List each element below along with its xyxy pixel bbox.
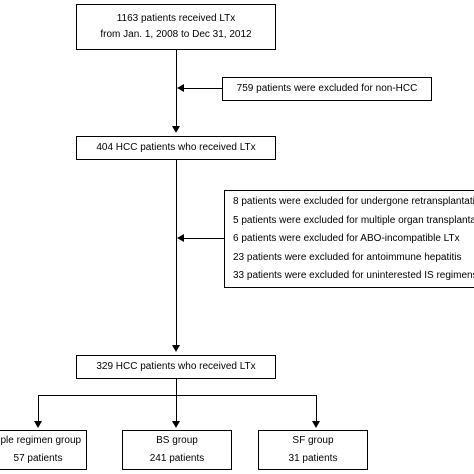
group-box-3: SF group 31 patients — [258, 430, 368, 470]
group-3-name: SF group — [292, 435, 334, 446]
box-exclusions: 8 patients were excluded for undergone r… — [224, 190, 474, 288]
group-1-count: 57 patients — [13, 452, 63, 464]
group-2-name: BS group — [156, 435, 198, 446]
arrow-to-group-2 — [172, 421, 180, 428]
group-box-1: riple regimen group 57 patients — [0, 430, 87, 470]
connector-329-to-groups — [176, 379, 177, 395]
group-3-count: 31 patients — [288, 452, 338, 464]
connector-to-exclusions — [184, 238, 224, 239]
arrow-to-group-3 — [312, 421, 320, 428]
connector-to-excluded-non-hcc — [184, 88, 222, 89]
arrow-to-404 — [172, 126, 180, 133]
group-branch-line — [38, 395, 317, 396]
box-excluded-non-hcc-text: 759 patients were excluded for non-HCC — [236, 82, 418, 94]
connector-to-group-3 — [316, 395, 317, 421]
exclusion-item: 5 patients were excluded for multiple or… — [233, 214, 474, 226]
connector-to-group-2 — [176, 395, 177, 421]
box-start-line1: 1163 patients received LTx — [116, 12, 236, 24]
exclusion-item: 23 patients were excluded for antoimmune… — [233, 251, 462, 263]
arrow-from-exclusions — [177, 234, 184, 242]
exclusion-item: 8 patients were excluded for undergone r… — [233, 196, 474, 207]
box-excluded-non-hcc: 759 patients were excluded for non-HCC — [222, 77, 432, 101]
arrow-to-329 — [172, 345, 180, 352]
connector-404-to-329 — [176, 160, 177, 346]
box-hcc-329: 329 HCC patients who received LTx — [76, 355, 276, 379]
box-hcc-329-text: 329 HCC patients who received LTx — [96, 360, 256, 372]
box-hcc-404: 404 HCC patients who received LTx — [76, 136, 276, 160]
exclusion-item: 6 patients were excluded for ABO-incompa… — [233, 233, 460, 244]
group-2-count: 241 patients — [149, 452, 205, 464]
arrow-to-group-1 — [34, 421, 42, 428]
box-hcc-404-text: 404 HCC patients who received LTx — [96, 141, 256, 153]
connector-start-to-404 — [176, 50, 177, 126]
arrow-from-excluded-non-hcc — [177, 84, 184, 92]
group-1-name: riple regimen group — [0, 435, 82, 446]
exclusion-item: 33 patients were excluded for uninterest… — [233, 270, 474, 281]
connector-to-group-1 — [38, 395, 39, 421]
box-start-line2: from Jan. 1, 2008 to Dec 31, 2012 — [100, 29, 252, 40]
group-box-2: BS group 241 patients — [122, 430, 232, 470]
box-start: 1163 patients received LTx from Jan. 1, … — [76, 4, 276, 50]
